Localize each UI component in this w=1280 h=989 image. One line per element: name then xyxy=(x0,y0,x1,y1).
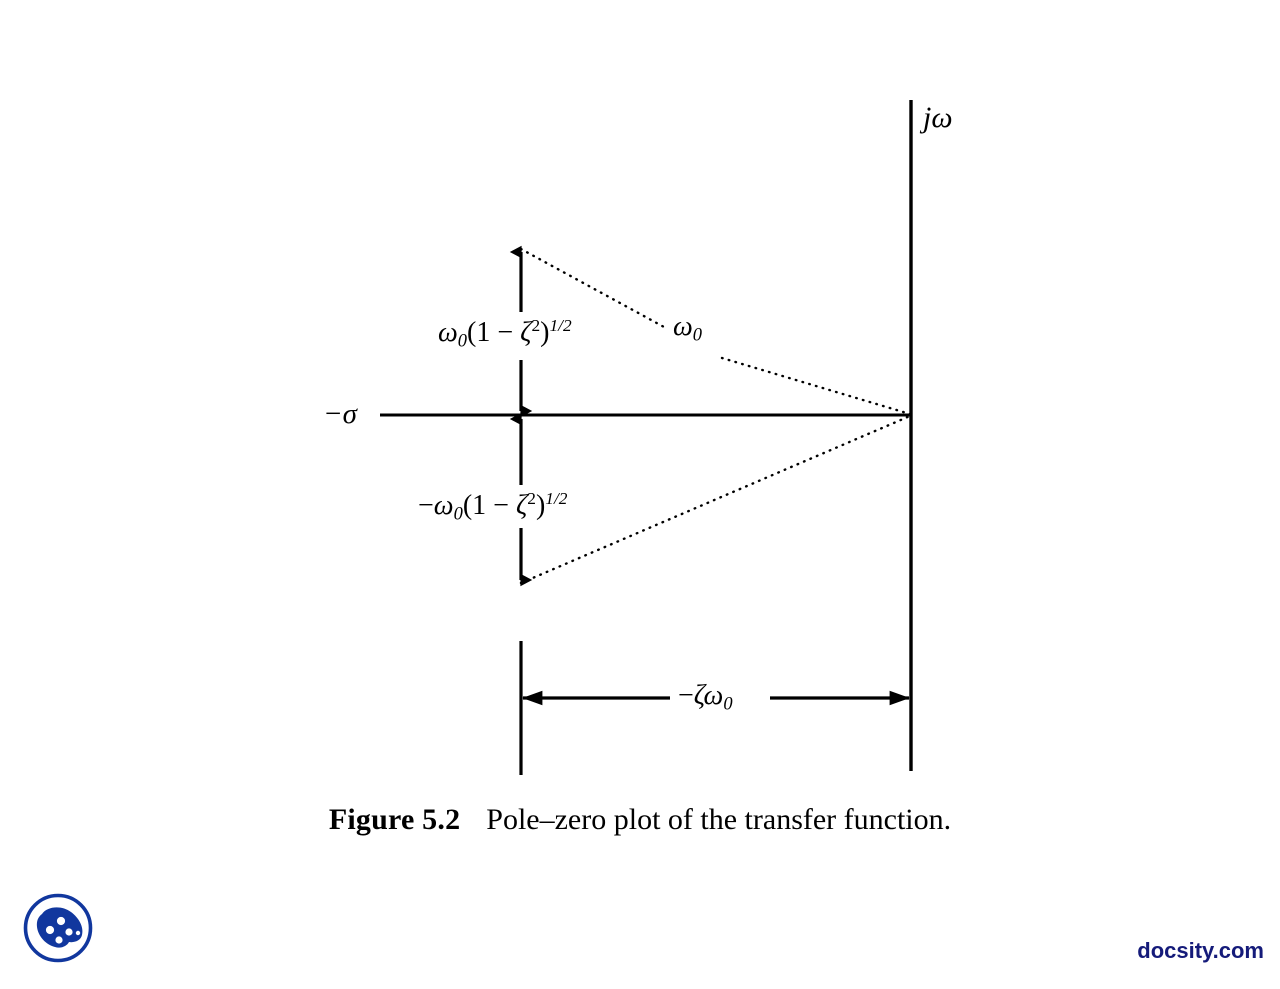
zeta-exponent: 2 xyxy=(527,489,536,508)
omega-symbol: ω xyxy=(433,490,454,522)
zeta-exponent: 2 xyxy=(531,316,541,335)
omega-subscript: 0 xyxy=(457,330,468,351)
close-paren: ) xyxy=(540,317,550,349)
docsity-logo-icon xyxy=(23,893,93,963)
omega-subscript: 0 xyxy=(723,693,733,714)
open-paren: (1 xyxy=(467,317,498,349)
real-part-label: −ζω0 xyxy=(678,682,733,713)
half-power-exponent: 1/2 xyxy=(549,316,572,335)
half-power-exponent: 1/2 xyxy=(545,489,568,508)
omega-symbol: ω xyxy=(703,680,724,711)
open-paren: (1 xyxy=(462,490,494,522)
damped-frequency-positive-label: ω0(1 − ζ2)1/2 xyxy=(438,317,572,350)
natural-frequency-label: ω0 xyxy=(673,313,702,344)
figure-caption-text: Pole–zero plot of the transfer function. xyxy=(486,803,952,836)
leading-minus-sign: − xyxy=(418,490,434,522)
imaginary-axis-label-text: jω xyxy=(923,101,953,134)
close-paren: ) xyxy=(535,490,546,522)
zeta-symbol: ζ xyxy=(513,317,532,349)
figure-caption: Figure 5.2 Pole–zero plot of the transfer… xyxy=(0,803,1280,837)
minus-sign: − xyxy=(493,490,509,522)
minus-sign: − xyxy=(497,317,514,349)
zeta-symbol: ζ xyxy=(693,680,704,711)
omega-symbol: ω xyxy=(673,311,693,342)
radial-line-upper-right xyxy=(720,356,912,416)
omega-subscript: 0 xyxy=(692,324,703,345)
omega-subscript: 0 xyxy=(453,503,463,524)
leading-minus-sign: − xyxy=(678,680,694,711)
docsity-wordmark: docsity.com xyxy=(1137,938,1264,963)
radial-line-upper-left xyxy=(519,247,666,329)
zeta-symbol: ζ xyxy=(508,490,528,522)
omega-symbol: ω xyxy=(438,317,458,349)
figure-caption-label: Figure 5.2 xyxy=(328,803,461,836)
imaginary-axis-label: jω xyxy=(923,103,953,133)
radial-line-lower xyxy=(519,414,912,585)
real-axis-label-text: −σ xyxy=(323,398,357,430)
damped-frequency-negative-label: −ω0(1 − ζ2)1/2 xyxy=(418,490,567,523)
real-axis-label: −σ xyxy=(323,400,357,429)
